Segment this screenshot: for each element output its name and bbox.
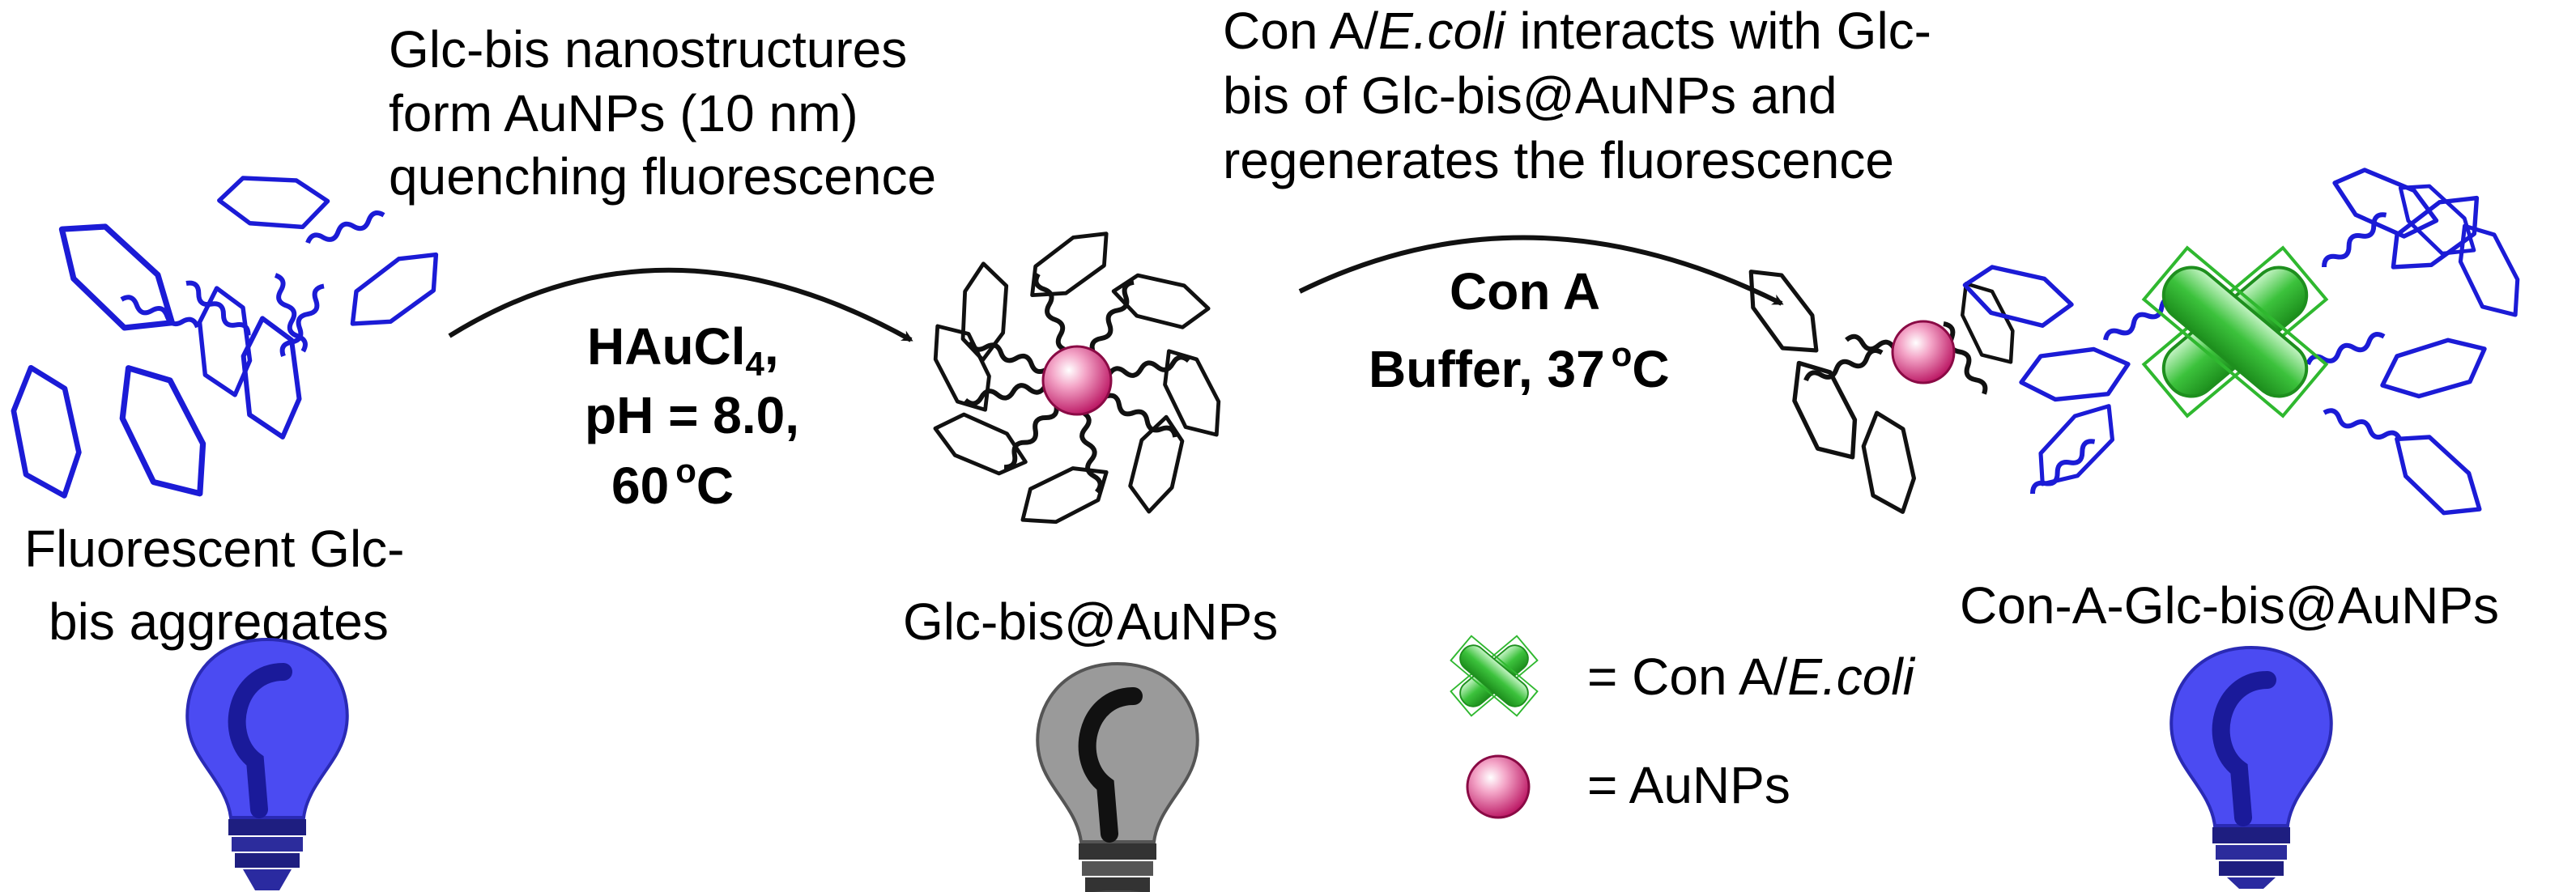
step2-line-3: regenerates the fluorescence (1223, 131, 1894, 189)
legend-aunp-label: = AuNPs (1587, 756, 1790, 814)
aunp-sphere-icon (1041, 345, 1113, 416)
step1-line-3: quenching fluorescence (389, 147, 936, 206)
grey-bulb-icon (1036, 662, 1199, 892)
step2-line-1: Con A/E.coli interacts with Glc- (1223, 2, 1931, 60)
fluorescent-aggregates (6, 158, 452, 504)
step1-description: Glc-bis nanostructures form AuNPs (10 nm… (389, 20, 936, 206)
step1-line-1: Glc-bis nanostructures (389, 20, 907, 79)
cona-cross-icon (2144, 248, 2326, 416)
middle-label: Glc-bis@AuNPs (903, 593, 1278, 651)
legend-cona-label: = Con A/E.coli (1587, 648, 1916, 706)
legend: = Con A/E.coli = AuNPs (1450, 635, 1916, 819)
blue-bulb-icon (185, 638, 349, 890)
end-label: Con-A-Glc-bis@AuNPs (1960, 576, 2499, 635)
start-label-line-2: bis aggregates (49, 593, 389, 651)
step2-description: Con A/E.coli interacts with Glc- bis of … (1223, 2, 1931, 189)
aunp-sphere-icon (1891, 320, 1956, 384)
blue-bulb-icon (2169, 646, 2333, 889)
ph-condition: pH = 8.0, (585, 386, 799, 444)
start-label-line-1: Fluorescent Glc- (24, 520, 404, 578)
reaction-arrow-1 (448, 267, 913, 342)
legend-cona-cross-icon (1450, 635, 1539, 717)
legend-aunp-icon (1466, 754, 1531, 819)
step2-line-2: bis of Glc-bis@AuNPs and (1223, 66, 1837, 125)
reaction-arrow-2 (1298, 235, 1784, 306)
glc-bis-aunps (930, 227, 1224, 528)
con-a-complex (1741, 148, 2523, 533)
reagent-haucl4: HAuCl4, (587, 317, 779, 383)
step1-line-2: form AuNPs (10 nm) (389, 84, 858, 142)
reagent-con-a: Con A (1450, 262, 1600, 321)
